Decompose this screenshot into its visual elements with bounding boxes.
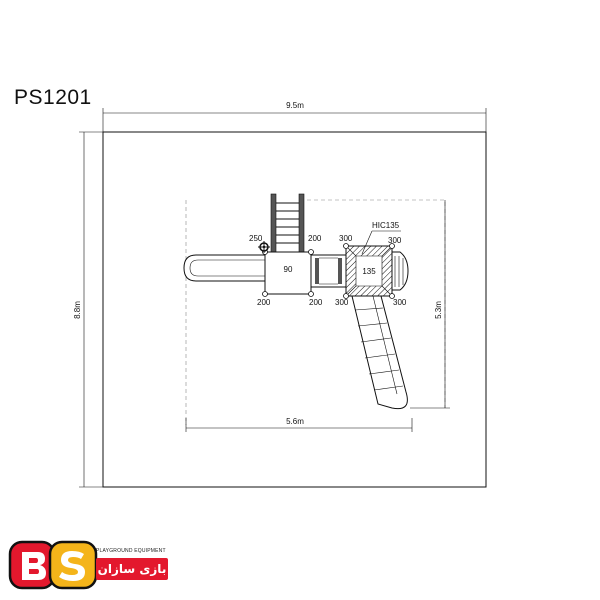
platform-90-label: 90 xyxy=(284,265,293,274)
bridge xyxy=(310,254,347,288)
outer-width-label: 9.5m xyxy=(286,101,304,110)
outer-height-dimension: 8.8m xyxy=(73,131,103,488)
outer-width-dimension: 9.5m xyxy=(102,101,487,132)
label-300-top-right: 300 xyxy=(388,236,402,245)
label-200-bottom-left: 200 xyxy=(257,298,271,307)
tube-slide xyxy=(351,295,408,410)
ladder xyxy=(270,193,305,253)
inner-width-dimension: 5.6m xyxy=(185,417,413,432)
brand-persian-text: بازی سازان xyxy=(96,558,168,580)
inner-width-label: 5.6m xyxy=(286,417,304,426)
label-300-bottom-left: 300 xyxy=(335,298,349,307)
platform-135 xyxy=(345,245,409,297)
model-code: PS1201 xyxy=(14,86,92,109)
brand-logo xyxy=(8,540,168,592)
label-250: 250 xyxy=(249,234,263,243)
left-slide xyxy=(183,254,265,282)
outer-zone xyxy=(102,131,487,488)
label-200-bottom-right: 200 xyxy=(309,298,323,307)
inner-height-label: 5.3m xyxy=(434,301,443,319)
brand-english-text: PLAYGROUND EQUIPMENT xyxy=(96,548,166,554)
inner-height-dimension: 5.3m xyxy=(410,200,450,409)
hic-label: HIC135 xyxy=(372,221,400,230)
outer-height-label: 8.8m xyxy=(73,301,82,319)
steering-wheel-icon xyxy=(258,241,270,253)
hic-leader xyxy=(361,230,373,255)
platform-135-label: 135 xyxy=(362,267,376,276)
label-300-bottom-right: 300 xyxy=(393,298,407,307)
bs-logo-icon xyxy=(8,540,98,590)
label-300-top-left: 300 xyxy=(339,234,353,243)
label-200-top-right: 200 xyxy=(308,234,322,243)
